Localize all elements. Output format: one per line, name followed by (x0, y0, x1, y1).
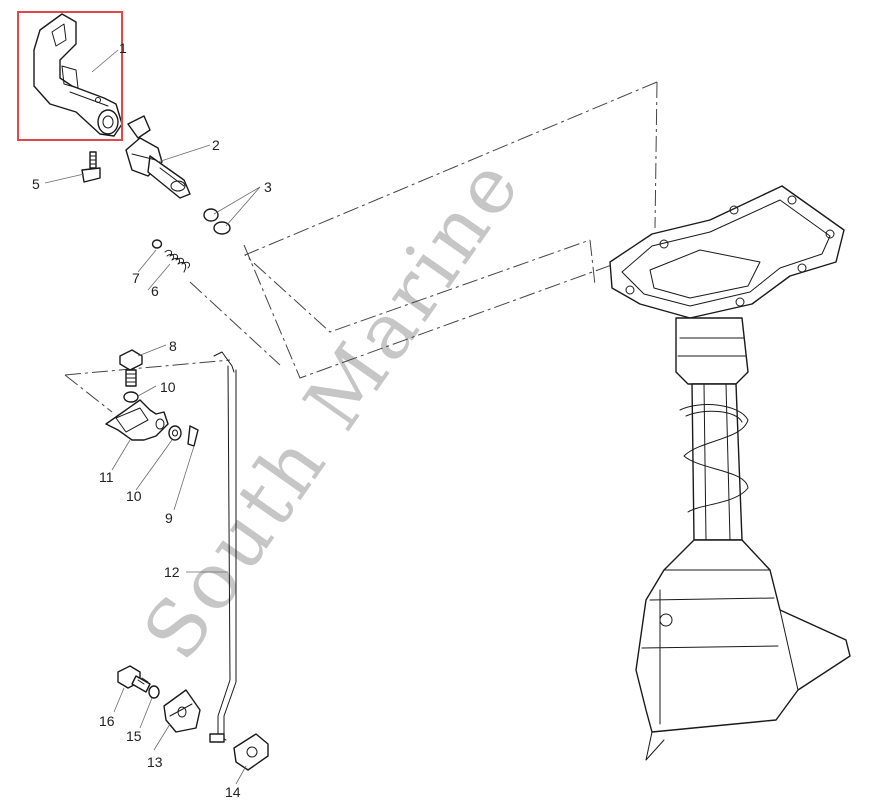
assembly-dash-lines (64, 81, 658, 413)
callout-14[interactable]: 14 (225, 784, 241, 800)
part-3-o-rings[interactable] (203, 208, 231, 235)
part-10-washer-b[interactable] (168, 425, 182, 441)
callout-5[interactable]: 5 (32, 176, 40, 192)
part-5-bolt[interactable] (81, 151, 101, 183)
callout-9[interactable]: 9 (165, 510, 173, 526)
callout-16[interactable]: 16 (99, 713, 115, 729)
callout-11[interactable]: 11 (99, 469, 114, 485)
part-11-bracket[interactable] (105, 399, 169, 441)
part-7-ring[interactable] (151, 239, 163, 249)
callout-13[interactable]: 13 (147, 754, 163, 770)
callout-6[interactable]: 6 (151, 283, 159, 299)
selected-part-highlight (17, 11, 123, 141)
callout-1[interactable]: 1 (119, 40, 127, 56)
part-12-shift-rod[interactable] (209, 351, 237, 743)
part-14-clamp[interactable] (233, 733, 269, 771)
callout-12[interactable]: 12 (164, 564, 180, 580)
part-8-bolt[interactable] (119, 349, 143, 387)
part-2-shift-shaft[interactable] (125, 115, 191, 199)
leader-lines (44, 49, 261, 785)
drive-shaft-housing (609, 185, 851, 761)
callouts: 1 2 3 5 6 7 8 9 10 10 11 12 13 14 15 16 (32, 40, 272, 800)
callout-10b[interactable]: 10 (126, 488, 142, 504)
callout-15[interactable]: 15 (126, 728, 142, 744)
callout-8[interactable]: 8 (169, 338, 177, 354)
callout-7[interactable]: 7 (132, 270, 140, 286)
callout-2[interactable]: 2 (212, 137, 220, 153)
part-9-cotter-pin[interactable] (187, 425, 199, 447)
part-16-bolt[interactable] (117, 665, 151, 693)
watermark: South Marine (127, 141, 539, 676)
callout-3[interactable]: 3 (264, 179, 272, 195)
part-13-clamp[interactable] (163, 689, 201, 733)
part-1-shift-lever[interactable] (33, 13, 123, 137)
part-6-spring[interactable] (164, 249, 191, 273)
part-10-washer-a[interactable] (123, 391, 139, 403)
part-15-washer[interactable] (148, 685, 160, 699)
callout-10a[interactable]: 10 (160, 379, 176, 395)
